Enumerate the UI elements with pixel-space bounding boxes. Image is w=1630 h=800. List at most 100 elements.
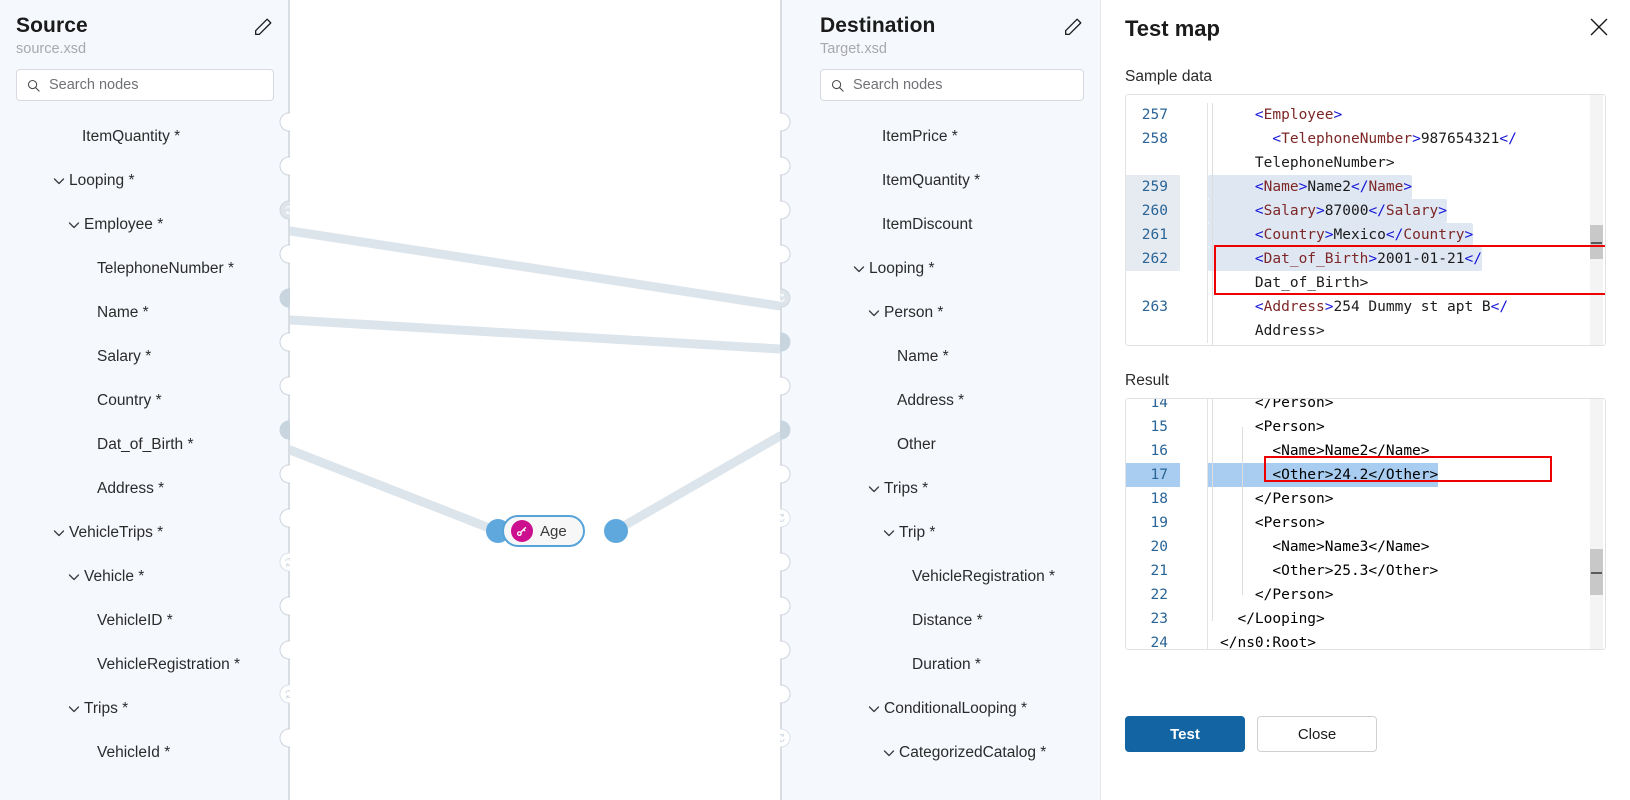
code-line: 22 </Person> [1126, 583, 1605, 607]
code-text: <Other>25.3</Other> [1220, 563, 1439, 579]
code-line: 23 </Looping> [1126, 607, 1605, 631]
tree-node-label: Duration * [912, 656, 981, 673]
tree-node-vehicletrips[interactable]: VehicleTrips * [0, 511, 290, 555]
code-line: 20 <Name>Name3</Name> [1126, 535, 1605, 559]
code-line: 263 <Address>254 Dummy st apt B</ [1126, 295, 1605, 319]
code-text: <Employee> [1254, 107, 1343, 123]
line-number: 260 [1126, 199, 1180, 223]
code-gutter [1180, 223, 1208, 247]
destination-search-placeholder: Search nodes [853, 77, 943, 93]
source-search-input[interactable]: Search nodes [16, 69, 274, 101]
line-number: 263 [1141, 299, 1168, 315]
tree-node-employee[interactable]: Employee * [0, 203, 290, 247]
code-text: <Other>24.2</Other> [1208, 463, 1439, 487]
code-text: <Salary>87000</Salary> [1208, 199, 1448, 223]
tree-node-label: ItemPrice * [882, 128, 958, 145]
code-gutter [1180, 399, 1208, 415]
search-icon [27, 79, 40, 92]
function-node-output-port[interactable] [604, 519, 628, 543]
source-search-placeholder: Search nodes [49, 77, 139, 93]
source-tree: ItemQuantity *Looping * Employee * Telepho… [0, 115, 290, 775]
code-line: Address> [1126, 319, 1605, 343]
chevron-down-icon[interactable] [66, 701, 82, 717]
tree-node-vehicleid[interactable]: VehicleID * [0, 599, 290, 643]
tree-node-label: Employee * [84, 216, 164, 233]
code-gutter [1180, 271, 1208, 295]
chevron-down-icon[interactable] [51, 525, 67, 541]
tree-node-looping[interactable]: Looping * [0, 159, 290, 203]
tree-node-vehicleregistration[interactable]: VehicleRegistration * [780, 555, 1100, 599]
chevron-down-icon[interactable] [51, 173, 67, 189]
chevron-down-icon[interactable] [66, 217, 82, 233]
code-text: <Country>Mexico</Country> [1208, 223, 1474, 247]
sample-data-scroll-thumb[interactable] [1590, 225, 1603, 259]
result-scrollbar[interactable] [1590, 399, 1603, 649]
tree-node-label: VehicleRegistration * [912, 568, 1056, 585]
tree-node-person[interactable]: Person * [780, 291, 1100, 335]
tree-node-address[interactable]: Address * [0, 467, 290, 511]
tree-node-itemprice[interactable]: ItemPrice * [780, 115, 1100, 159]
tree-node-name[interactable]: Name * [780, 335, 1100, 379]
sample-data-code-box[interactable]: 257 <Employee>258 <TelephoneNumber>98765… [1125, 94, 1606, 346]
code-gutter [1180, 607, 1208, 631]
tree-node-other[interactable]: Other [780, 423, 1100, 467]
tree-node-label: Name * [97, 304, 149, 321]
chevron-down-icon[interactable] [851, 261, 867, 277]
tree-node-label: ItemDiscount [882, 216, 973, 233]
tree-node-telephonenumber[interactable]: TelephoneNumber * [0, 247, 290, 291]
tree-node-distance[interactable]: Distance * [780, 599, 1100, 643]
chevron-down-icon[interactable] [881, 745, 897, 761]
tree-node-salary[interactable]: Salary * [0, 335, 290, 379]
tree-node-categorizedcatalog[interactable]: CategorizedCatalog * [780, 731, 1100, 775]
chevron-down-icon[interactable] [866, 305, 882, 321]
tree-node-trip[interactable]: Trip * [780, 511, 1100, 555]
chevron-down-icon[interactable] [866, 701, 882, 717]
chevron-down-icon[interactable] [66, 569, 82, 585]
tree-node-label: Vehicle * [84, 568, 145, 585]
tree-node-datofbirth[interactable]: Dat_of_Birth * [0, 423, 290, 467]
function-node-age[interactable]: Age [502, 515, 585, 547]
tree-node-itemquantity[interactable]: ItemQuantity * [780, 159, 1100, 203]
tree-node-duration[interactable]: Duration * [780, 643, 1100, 687]
result-code-box[interactable]: 14 </Person>15 <Person>16 <Name>Name2</N… [1125, 398, 1606, 650]
code-line: 261 <Country>Mexico</Country> [1126, 223, 1605, 247]
sample-data-scrollbar[interactable] [1590, 95, 1603, 345]
code-gutter [1180, 295, 1208, 319]
tree-node-name[interactable]: Name * [0, 291, 290, 335]
test-map-title: Test map [1125, 16, 1220, 41]
close-icon[interactable] [1586, 14, 1612, 40]
tree-node-vehicleid[interactable]: VehicleId * [0, 731, 290, 775]
code-gutter [1180, 631, 1208, 649]
line-number: 18 [1150, 491, 1168, 507]
tree-node-trips[interactable]: Trips * [0, 687, 290, 731]
tree-node-trips[interactable]: Trips * [780, 467, 1100, 511]
code-gutter [1180, 487, 1208, 511]
tree-node-itemquantity[interactable]: ItemQuantity * [0, 115, 290, 159]
tree-node-looping[interactable]: Looping * [780, 247, 1100, 291]
tree-node-conditionallooping[interactable]: ConditionalLooping * [780, 687, 1100, 731]
destination-search-input[interactable]: Search nodes [820, 69, 1084, 101]
code-gutter [1180, 151, 1208, 175]
chevron-down-icon[interactable] [881, 525, 897, 541]
tree-node-address[interactable]: Address * [780, 379, 1100, 423]
test-button[interactable]: Test [1125, 716, 1245, 752]
tree-node-label: ItemQuantity * [882, 172, 981, 189]
search-icon [831, 79, 844, 92]
pencil-icon[interactable] [1062, 16, 1084, 38]
chevron-down-icon[interactable] [866, 481, 882, 497]
mapping-canvas[interactable]: Age [290, 0, 780, 800]
tree-node-country[interactable]: Country * [0, 379, 290, 423]
pencil-icon[interactable] [252, 16, 274, 38]
code-text: <Person> [1220, 419, 1325, 435]
code-line: 260 <Salary>87000</Salary> [1126, 199, 1605, 223]
code-gutter [1180, 319, 1208, 343]
close-button[interactable]: Close [1257, 716, 1377, 752]
source-filename: source.xsd [16, 41, 87, 57]
tree-node-vehicle[interactable]: Vehicle * [0, 555, 290, 599]
tree-node-label: Salary * [97, 348, 152, 365]
tree-node-vehicleregistration[interactable]: VehicleRegistration * [0, 643, 290, 687]
line-number: 259 [1126, 175, 1180, 199]
tree-node-itemdiscount[interactable]: ItemDiscount [780, 203, 1100, 247]
result-scroll-thumb[interactable] [1590, 549, 1603, 595]
